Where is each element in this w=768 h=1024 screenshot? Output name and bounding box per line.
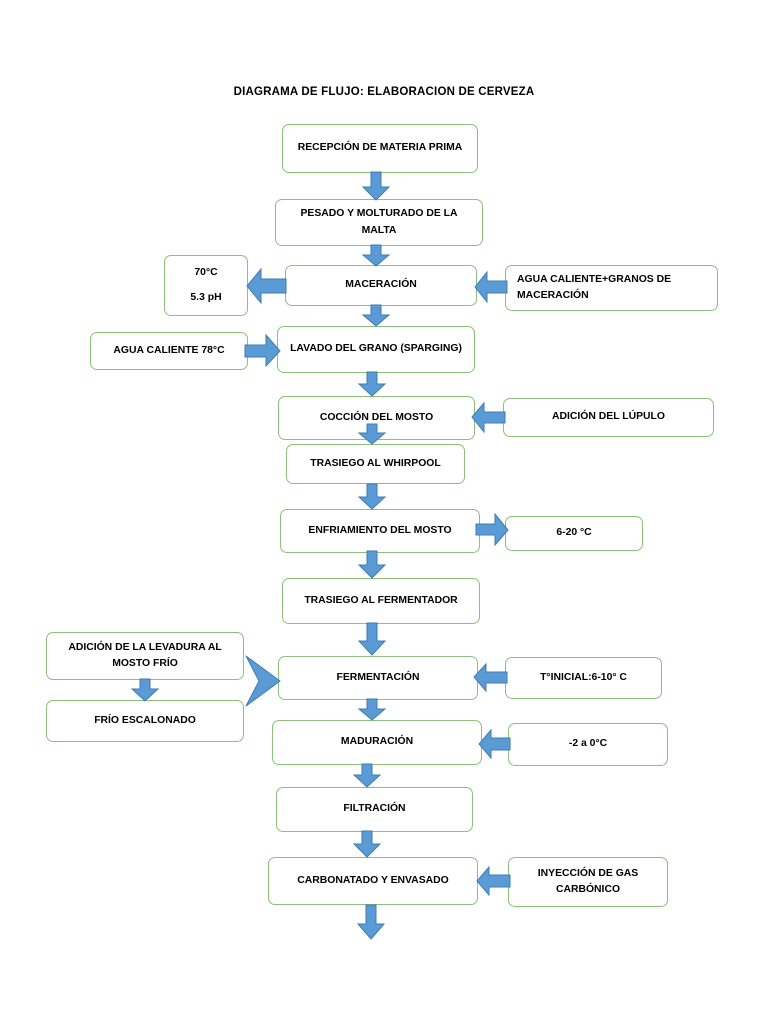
process-box-maduracion[interactable]: MADURACIÓN: [272, 720, 482, 765]
arrow-down-icon-levadura-to-frio: [130, 678, 160, 702]
arrow-right-icon-sparging-input: [244, 333, 281, 368]
arrow-down-icon-carbonatado-output: [356, 904, 386, 940]
note-box-maduracion-input[interactable]: -2 a 0°C: [508, 723, 668, 766]
arrow-down-icon-filtracion-to-carbonatado: [352, 830, 382, 858]
note-box-sparging-input[interactable]: AGUA CALIENTE 78°C: [90, 332, 248, 370]
process-box-maceracion[interactable]: MACERACIÓN: [285, 265, 477, 306]
note-box-maceracion-params[interactable]: 70°C 5.3 pH: [164, 255, 248, 316]
note-box-maceracion-input[interactable]: AGUA CALIENTE+GRANOS DE MACERACIÓN: [505, 265, 718, 311]
arrow-right-icon-enfriamiento-output: [475, 512, 509, 547]
arrow-down-icon-fermentacion-to-maduracion: [357, 698, 387, 721]
process-box-carbonatado[interactable]: CARBONATADO Y ENVASADO: [268, 857, 478, 905]
process-box-recepcion[interactable]: RECEPCIÓN DE MATERIA PRIMA: [282, 124, 478, 173]
arrow-down-icon-maduracion-to-filtracion: [352, 763, 382, 788]
arrow-left-icon-maceracion-input: [474, 270, 508, 304]
maceracion-temp-value: 70°C: [194, 266, 218, 278]
note-box-fermentacion-input[interactable]: T°INICIAL:6-10° C: [505, 657, 662, 699]
page-title: DIAGRAMA DE FLUJO: ELABORACION DE CERVEZ…: [233, 86, 535, 98]
chevron-right-icon-levadura-to-fermentacion: [245, 655, 281, 707]
process-box-filtracion[interactable]: FILTRACIÓN: [276, 787, 473, 832]
note-box-carbonatado-input[interactable]: INYECCIÓN DE GAS CARBÓNICO: [508, 857, 668, 907]
arrow-down-icon-lavado-to-coccion: [357, 371, 387, 397]
arrow-down-icon-trasiego-to-fermentacion: [357, 622, 387, 656]
process-box-whirpool[interactable]: TRASIEGO AL WHIRPOOL: [286, 444, 465, 484]
arrow-down-icon-maceracion-to-lavado: [361, 304, 391, 327]
arrow-down-icon-whirpool-to-enfriamiento: [357, 483, 387, 510]
maceracion-ph-value: 5.3 pH: [190, 292, 222, 303]
arrow-left-icon-maduracion-input: [478, 728, 511, 760]
arrow-down-icon-enfriamiento-to-trasiego: [357, 550, 387, 579]
arrow-down-icon-recepcion-to-pesado: [361, 171, 391, 201]
arrow-left-icon-coccion-input: [471, 401, 506, 434]
note-box-enfriamiento-output[interactable]: 6-20 °C: [505, 516, 643, 551]
arrow-down-icon-pesado-to-maceracion: [361, 244, 391, 267]
note-box-coccion-input[interactable]: ADICIÓN DEL LÚPULO: [503, 398, 714, 437]
process-box-enfriamiento[interactable]: ENFRIAMIENTO DEL MOSTO: [280, 509, 480, 553]
process-box-lavado-grano[interactable]: LAVADO DEL GRANO (SPARGING): [277, 326, 475, 373]
process-box-fermentacion[interactable]: FERMENTACIÓN: [278, 656, 478, 700]
arrow-left-icon-fermentacion-input: [473, 662, 508, 693]
note-box-levadura[interactable]: ADICIÓN DE LA LEVADURA AL MOSTO FRÍO: [46, 632, 244, 680]
process-box-trasiego-fermentador[interactable]: TRASIEGO AL FERMENTADOR: [282, 578, 480, 624]
note-box-frio-escalonado[interactable]: FRÍO ESCALONADO: [46, 700, 244, 742]
arrow-down-icon-coccion-to-whirpool: [357, 423, 387, 445]
arrow-left-icon-maceracion-to-params: [246, 267, 287, 305]
arrow-left-icon-carbonatado-input: [476, 865, 511, 897]
process-box-pesado[interactable]: PESADO Y MOLTURADO DE LA MALTA: [275, 199, 483, 246]
